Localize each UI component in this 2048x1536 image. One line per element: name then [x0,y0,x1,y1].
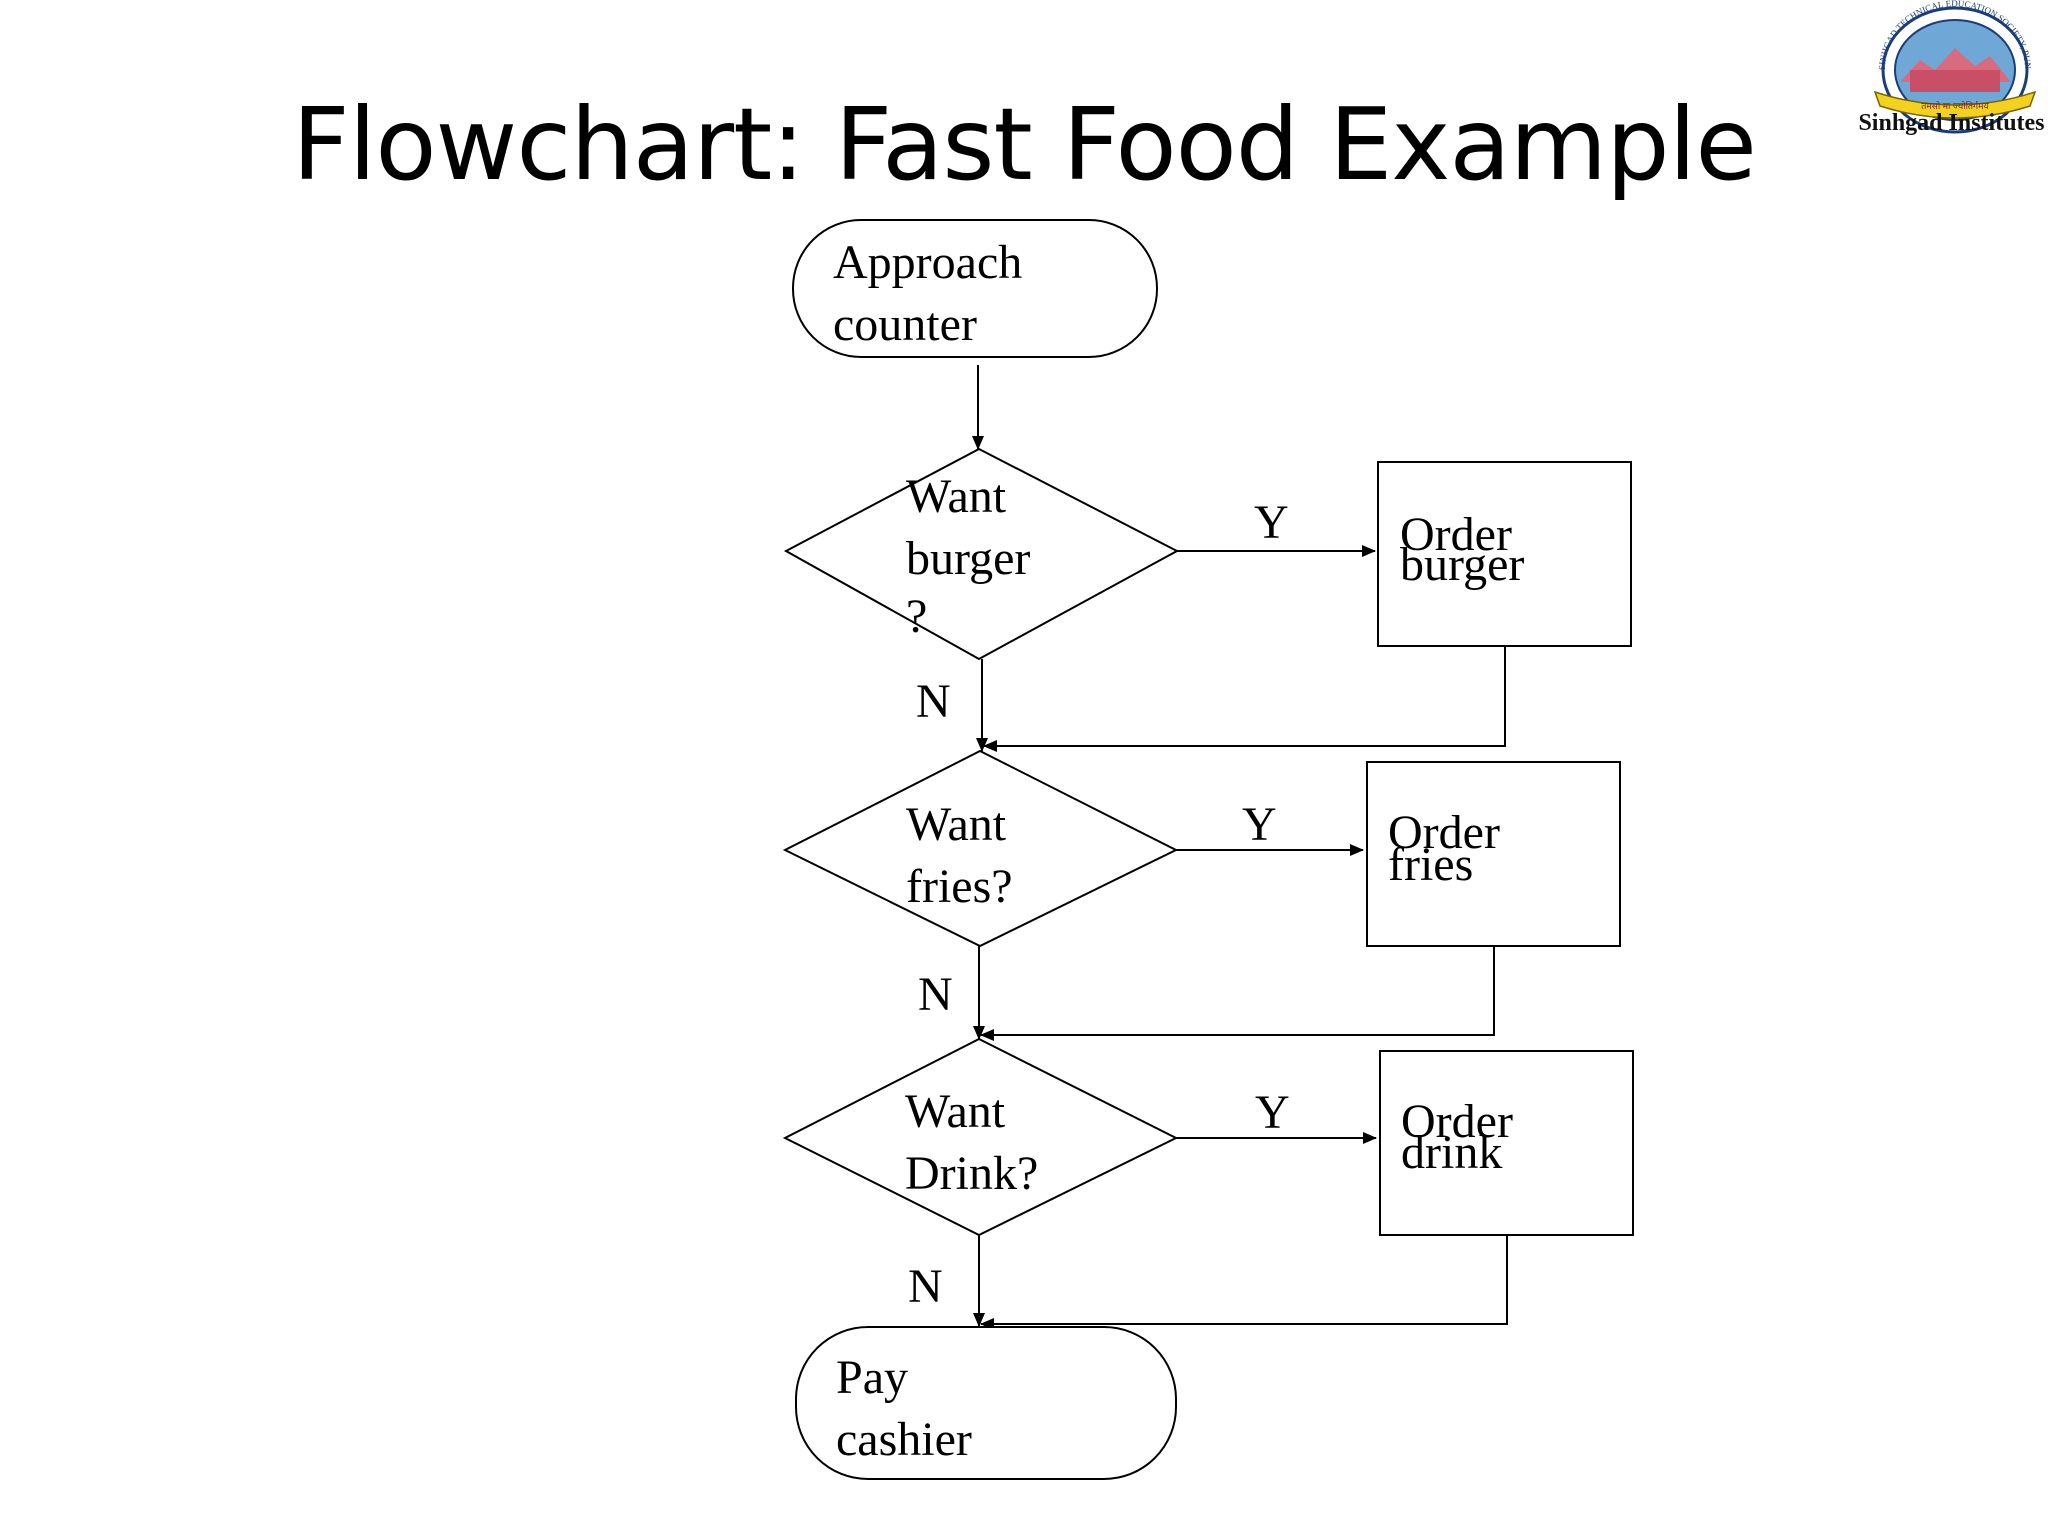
decision-burger-line-2: burger [906,532,1030,585]
no-label-burger: N [916,675,951,728]
decision-fries-line-2: fries? [906,860,1013,913]
order-burger-line-2: burger [1400,538,1524,591]
logo-motto: तमसो मा ज्योतिर्गमय [1921,100,1989,111]
start-terminator [792,219,1158,358]
start-line-2: counter [833,298,977,351]
connector-drink-return [980,1235,1508,1330]
decision-fries-line-1: Want [906,798,1007,851]
order-drink-line-2: drink [1401,1126,1502,1179]
connector-fries-return [980,946,1495,1041]
decision-drink-line-2: Drink? [905,1147,1038,1200]
yes-label-drink: Y [1255,1086,1290,1139]
start-line-1: Approach [833,236,1022,289]
no-label-fries: N [918,968,953,1021]
end-line-1: Pay [836,1351,908,1404]
sinhgad-logo-icon: SINHGAD TECHNICAL EDUCATION SOCIETY, PUN… [1855,0,2037,134]
logo-caption: Sinhgad Institutes [1858,110,2045,136]
decision-burger-line-1: Want [906,470,1007,523]
action-order-drink [1379,1050,1634,1236]
action-order-burger [1377,461,1632,647]
yes-label-burger: Y [1254,496,1289,549]
order-fries-line-1: Order [1388,806,1500,859]
order-drink-line-1: Order [1401,1095,1513,1148]
end-line-2: cashier [836,1413,972,1466]
decision-burger-line-3: ? [906,590,927,643]
yes-label-fries: Y [1242,798,1277,851]
connector-burger-return [983,646,1506,752]
end-terminator [795,1326,1177,1480]
action-order-fries [1366,761,1621,947]
decision-drink-line-1: Want [905,1085,1006,1138]
no-label-drink: N [908,1260,943,1313]
slide-title: Flowchart: Fast Food Example [292,86,1757,203]
order-fries-line-2: fries [1388,838,1473,891]
decision-burger-diamond [783,447,1180,661]
order-burger-line-1: Order [1400,508,1512,561]
